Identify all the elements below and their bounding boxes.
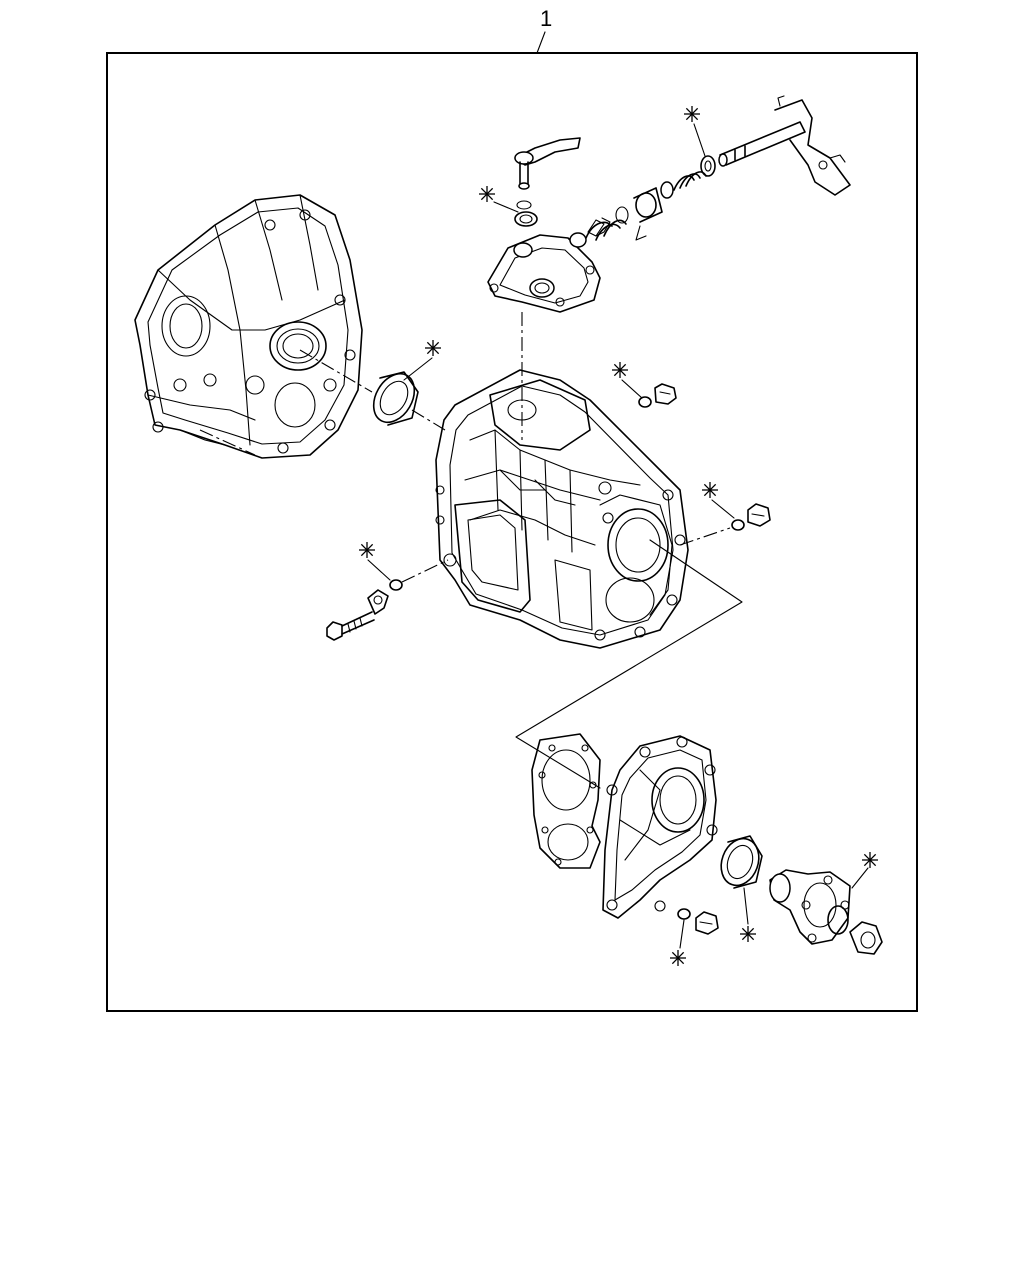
marker-leaders: [367, 123, 869, 949]
replacement-marker-icon: [684, 106, 700, 122]
plug-bottom: [695, 911, 719, 935]
transmission-case: [435, 369, 689, 649]
washer-upper: [638, 396, 652, 408]
replacement-marker-icon: [702, 482, 718, 498]
centerline-right: [679, 527, 731, 546]
companion-flange: [769, 869, 851, 945]
shift-housing: [487, 232, 601, 313]
lever-seal: [514, 211, 538, 227]
replacement-markers: [359, 106, 878, 966]
exploded-view-bracket: [515, 539, 743, 789]
rear-oil-seal: [720, 835, 763, 889]
rear-gasket: [531, 733, 601, 869]
washer-bottom: [677, 908, 691, 920]
replacement-marker-icon: [359, 542, 375, 558]
replacement-marker-icon: [612, 362, 628, 378]
replacement-marker-icon: [425, 340, 441, 356]
callout-1-leader: [536, 31, 546, 54]
input-oil-seal: [372, 371, 419, 426]
callout-1-label: 1: [540, 6, 552, 31]
clutch-housing: [134, 194, 363, 459]
centerline-bolt: [401, 559, 449, 583]
shift-rod-bracket: [718, 95, 851, 196]
o-ring-flange: [827, 905, 849, 935]
replacement-marker-icon: [479, 186, 495, 202]
plug-upper: [654, 383, 677, 405]
centerline-left: [299, 349, 373, 393]
washer-right: [731, 519, 745, 531]
centerline-left-2: [411, 409, 446, 431]
replacement-marker-icon: [862, 852, 878, 868]
shift-shaft-assembly: [585, 155, 716, 241]
shift-lever: [514, 137, 581, 190]
diagram-frame: [106, 52, 918, 1012]
rear-extension-housing: [602, 735, 718, 919]
plug-right: [747, 503, 771, 527]
o-ring-lever: [516, 200, 532, 210]
replacement-marker-icon: [740, 926, 756, 942]
replacement-marker-icon: [670, 950, 686, 966]
washer-left: [389, 579, 403, 591]
flange-nut: [849, 921, 883, 955]
bolt-left: [326, 589, 389, 641]
